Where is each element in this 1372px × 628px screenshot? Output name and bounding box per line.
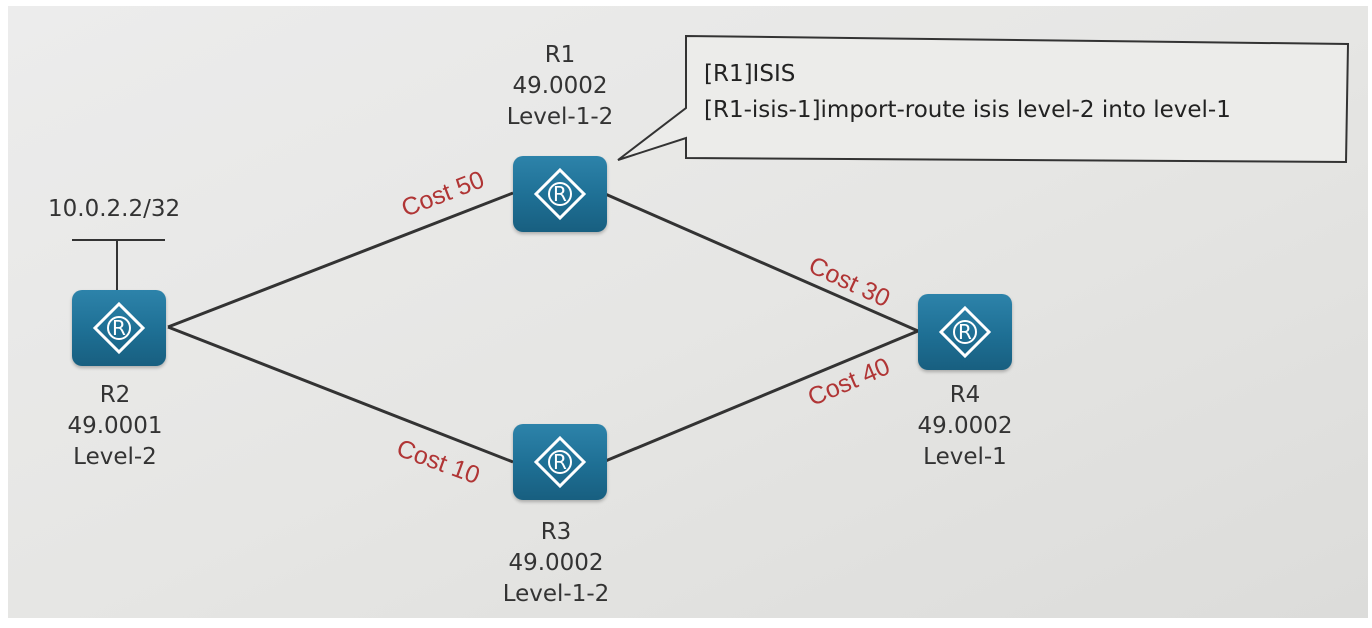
router-level: Level-1 [923,444,1007,470]
router-name: R3 [540,519,572,545]
callout-line-2: [R1-isis-1]import-route isis level-2 int… [704,97,1231,123]
router-r3[interactable]: R [513,424,607,500]
router-icon [533,435,587,489]
link-r2-r3 [167,325,514,464]
callout-line-1: [R1]ISIS [704,61,796,87]
subnet-label: 10.0.2.2/32 [48,196,181,222]
router-name: R4 [949,382,981,408]
router-r4[interactable]: R [918,294,1012,370]
router-area: 49.0002 [512,73,608,99]
router-area: 49.0002 [508,550,604,576]
router-r-glyph: R [553,450,567,474]
router-r2[interactable]: R [72,290,166,366]
router-level: Level-1-2 [502,581,610,607]
router-area: 49.0002 [917,413,1013,439]
router-name: R1 [544,42,576,68]
router-level: Level-1-2 [506,104,614,130]
router-r-glyph: R [553,182,567,206]
link-r1-r4 [602,191,919,333]
router-name: R2 [99,382,131,408]
callout-text: [R1]ISIS [R1-isis-1]import-route isis le… [704,56,1231,128]
router-r1[interactable]: R [513,156,607,232]
router-icon [533,167,587,221]
link-r2-r1 [167,191,514,329]
router-icon [92,301,146,355]
router-r3-label: R3 49.0002 Level-1-2 [476,517,636,610]
router-r2-label: R2 49.0001 Level-2 [40,380,190,473]
router-level: Level-2 [73,444,157,470]
router-r4-label: R4 49.0002 Level-1 [885,380,1045,473]
router-r-glyph: R [112,316,126,340]
callout-box [617,34,1350,164]
link-r3-r4 [602,329,919,464]
router-area: 49.0001 [67,413,163,439]
router-r1-label: R1 49.0002 Level-1-2 [480,40,640,133]
router-r-glyph: R [958,320,972,344]
router-icon [938,305,992,359]
